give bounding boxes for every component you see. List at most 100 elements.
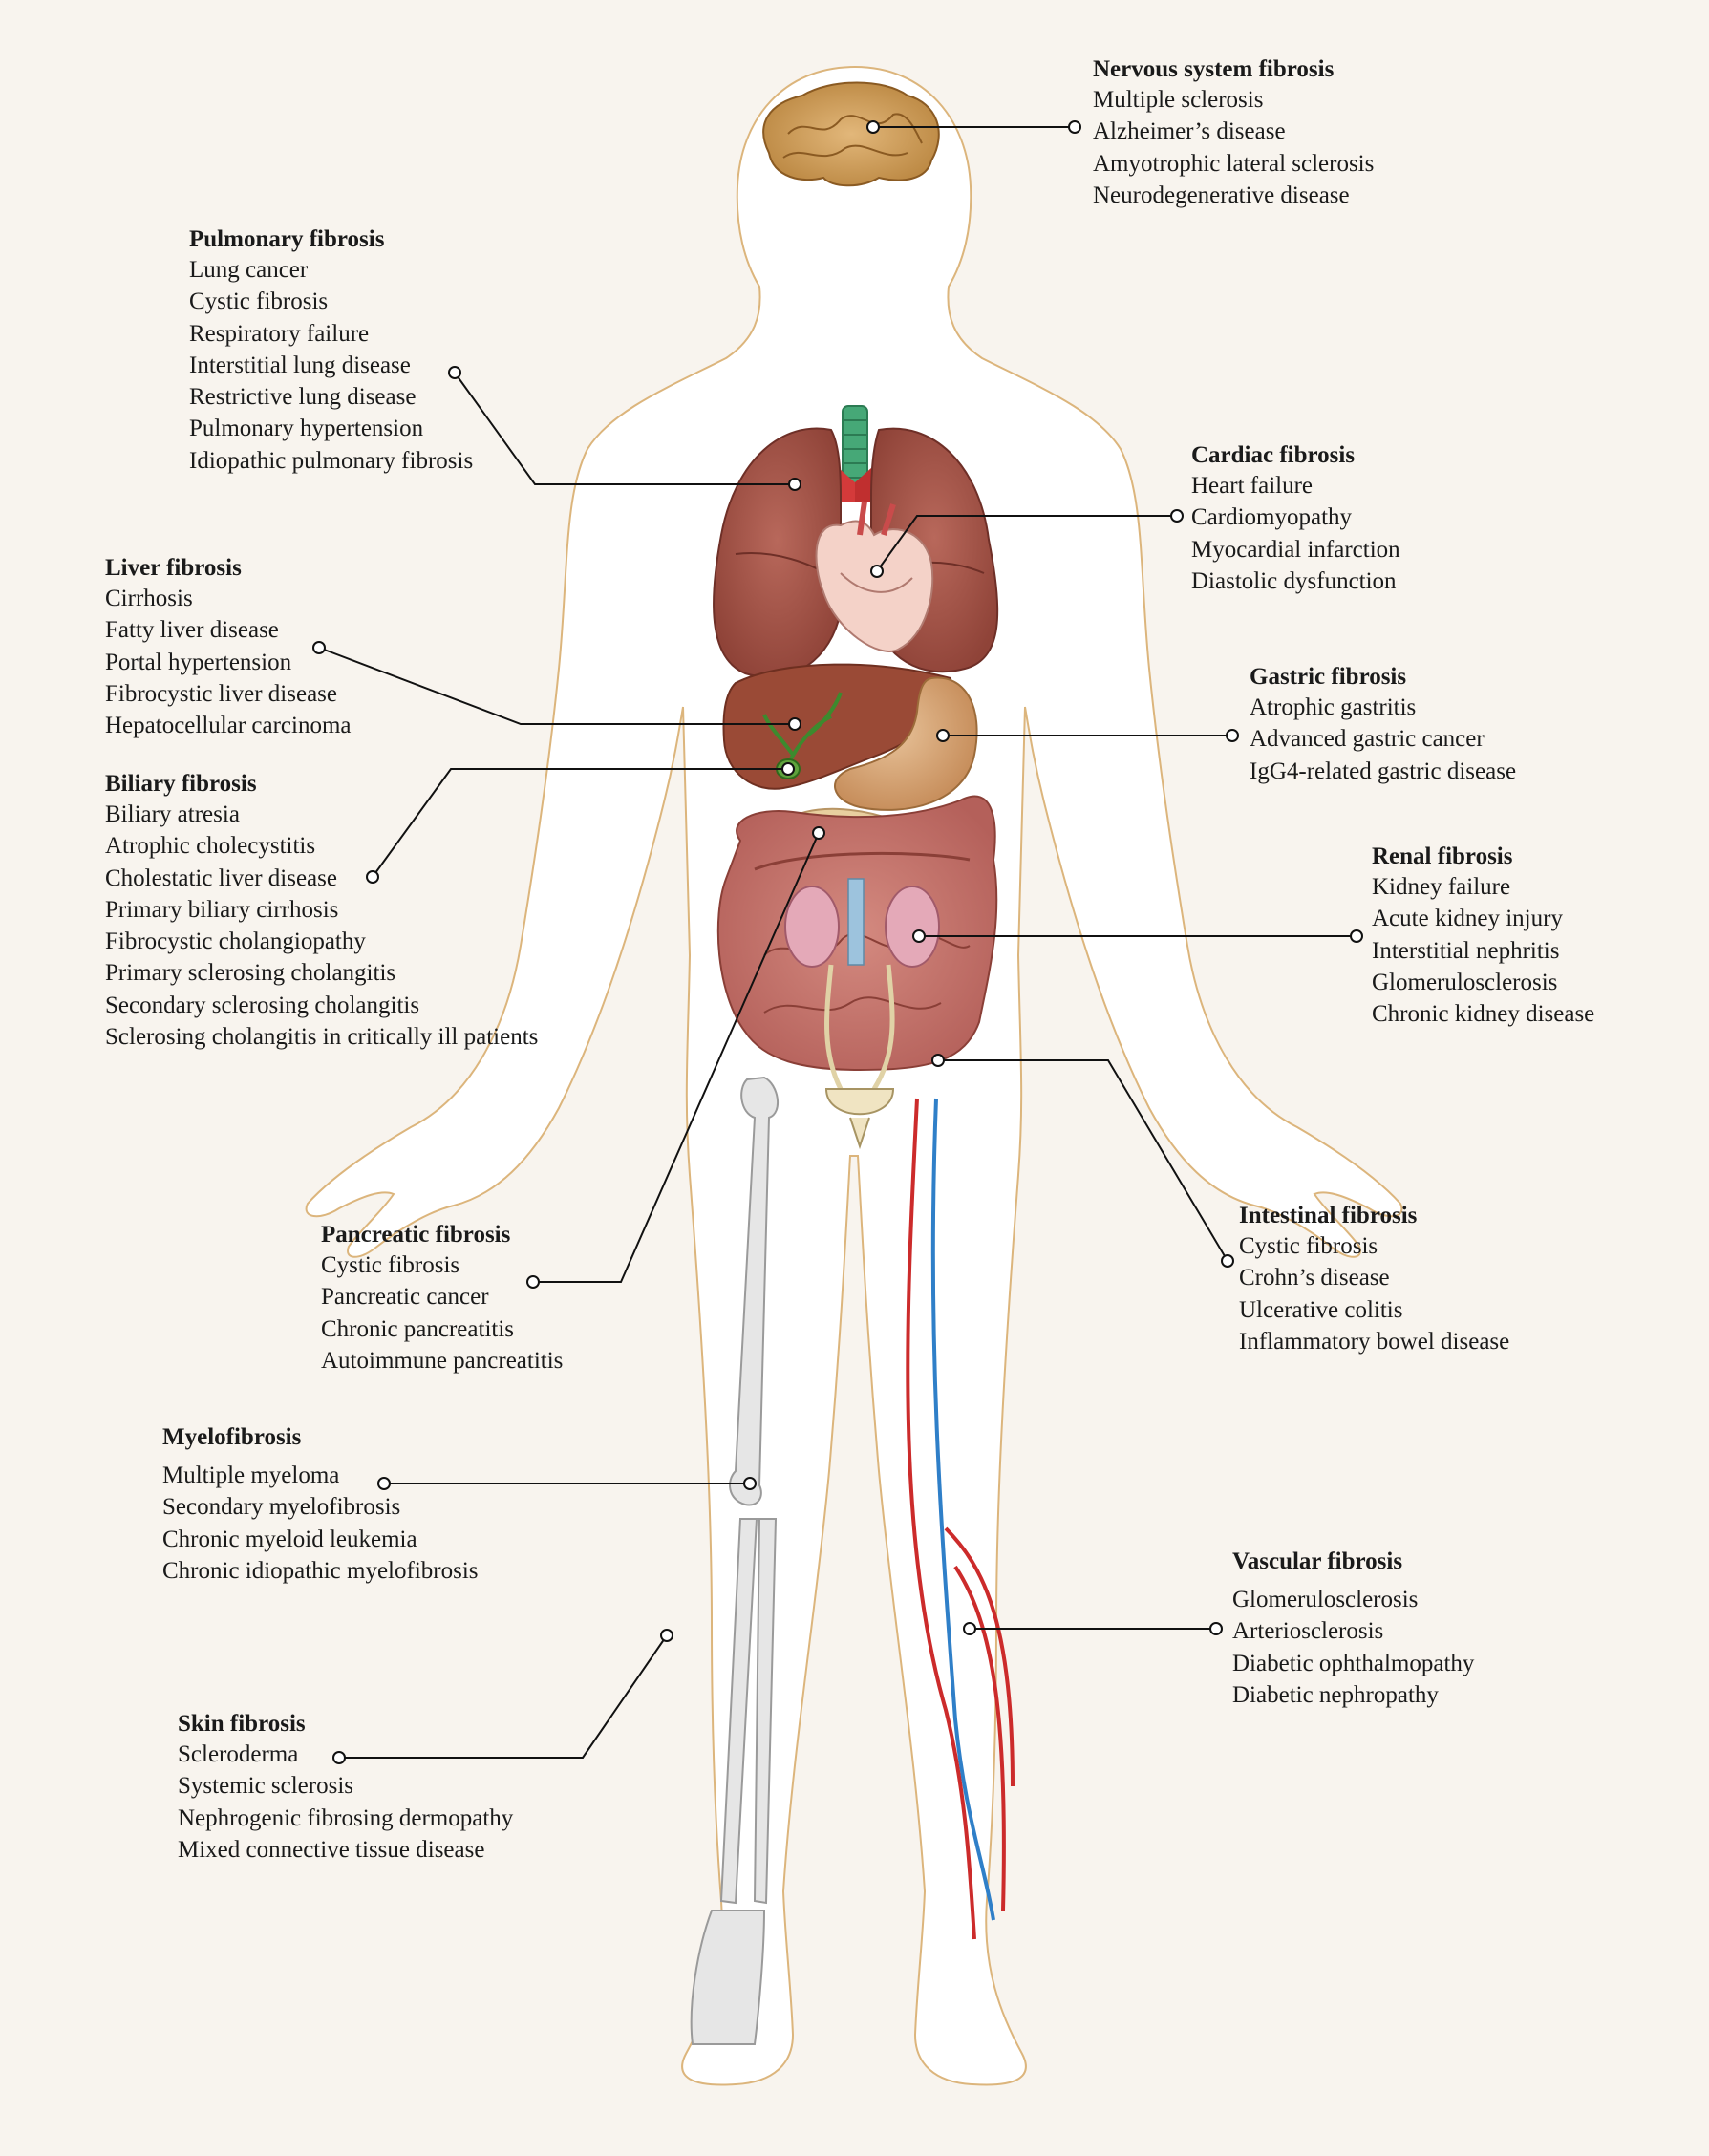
nervous-group-title: Nervous system fibrosis — [1093, 56, 1335, 82]
leader-markers — [312, 120, 1363, 1764]
disease-item: Acute kidney injury — [1372, 906, 1563, 932]
disease-item: Secondary sclerosing cholangitis — [105, 992, 420, 1018]
disease-item: Diabetic nephropathy — [1232, 1681, 1439, 1708]
disease-item: Mixed connective tissue disease — [178, 1836, 485, 1863]
disease-item: Primary biliary cirrhosis — [105, 896, 339, 923]
disease-item: Cystic fibrosis — [321, 1252, 460, 1278]
gastric-group-title: Gastric fibrosis — [1250, 664, 1407, 690]
disease-item: Diabetic ophthalmopathy — [1232, 1650, 1475, 1676]
disease-item: Hepatocellular carcinoma — [105, 713, 352, 739]
disease-item: Idiopathic pulmonary fibrosis — [189, 447, 474, 474]
disease-item: Interstitial nephritis — [1372, 937, 1560, 964]
disease-item: Chronic kidney disease — [1372, 1001, 1595, 1028]
disease-item: Inflammatory bowel disease — [1239, 1328, 1510, 1355]
skeleton-leg-illustration — [690, 1076, 779, 2045]
disease-item: Advanced gastric cancer — [1250, 726, 1485, 753]
disease-item: Nephrogenic fibrosing dermopathy — [178, 1804, 514, 1831]
blood-vessels-illustration — [906, 1098, 1015, 1940]
disease-item: Respiratory failure — [189, 320, 370, 347]
disease-item: Chronic idiopathic myelofibrosis — [162, 1557, 479, 1584]
disease-item: Glomerulosclerosis — [1232, 1587, 1419, 1612]
disease-item: Cystic fibrosis — [1239, 1233, 1378, 1259]
disease-item: Atrophic gastritis — [1250, 694, 1417, 720]
disease-item: Amyotrophic lateral sclerosis — [1093, 150, 1375, 177]
pancreatic-group-title: Pancreatic fibrosis — [321, 1222, 511, 1248]
disease-item: Cholestatic liver disease — [105, 865, 337, 891]
disease-item: Restrictive lung disease — [189, 384, 417, 411]
vascular-group-title: Vascular fibrosis — [1232, 1548, 1403, 1574]
disease-item: Chronic pancreatitis — [321, 1315, 515, 1342]
disease-item: Diastolic dysfunction — [1191, 567, 1397, 594]
disease-item: IgG4-related gastric disease — [1250, 758, 1517, 784]
disease-item: Fibrocystic liver disease — [105, 680, 337, 707]
intestinal-group-title: Intestinal fibrosis — [1239, 1203, 1418, 1228]
disease-item: Portal hypertension — [105, 649, 292, 675]
pulmonary-group-title: Pulmonary fibrosis — [189, 226, 385, 252]
disease-item: Systemic sclerosis — [178, 1773, 354, 1800]
myelo-group-title: Myelofibrosis — [162, 1424, 302, 1450]
disease-item: Primary sclerosing cholangitis — [105, 960, 396, 987]
disease-item: Cystic fibrosis — [189, 288, 329, 315]
disease-item: Crohn’s disease — [1239, 1265, 1390, 1291]
cardiac-group-title: Cardiac fibrosis — [1191, 442, 1356, 468]
disease-item: Biliary atresia — [105, 801, 240, 827]
disease-item: Multiple sclerosis — [1093, 87, 1264, 113]
leader-lines — [318, 126, 1357, 1759]
disease-item: Lung cancer — [189, 257, 309, 283]
disease-item: Myocardial infarction — [1191, 536, 1400, 563]
skin-group-title: Skin fibrosis — [178, 1711, 306, 1737]
liver-group-title: Liver fibrosis — [105, 555, 242, 581]
disease-item: Scleroderma — [178, 1741, 299, 1767]
biliary-group-title: Biliary fibrosis — [105, 771, 257, 797]
disease-item: Pulmonary hypertension — [189, 416, 424, 442]
disease-item: Cirrhosis — [105, 586, 193, 611]
disease-item: Heart failure — [1191, 473, 1314, 499]
disease-item: Cardiomyopathy — [1191, 504, 1353, 531]
disease-item: Ulcerative colitis — [1239, 1296, 1403, 1323]
disease-item: Atrophic cholecystitis — [105, 833, 316, 860]
intestines-illustration — [716, 795, 998, 1150]
disease-item: Alzheimer’s disease — [1093, 118, 1286, 145]
disease-item: Fatty liver disease — [105, 617, 279, 644]
brain-illustration — [762, 81, 940, 187]
disease-item: Kidney failure — [1372, 874, 1511, 900]
disease-item: Arteriosclerosis — [1232, 1618, 1384, 1645]
body-silhouette — [305, 65, 1403, 2086]
renal-group-title: Renal fibrosis — [1372, 843, 1513, 869]
disease-item: Interstitial lung disease — [189, 352, 411, 378]
disease-item: Glomerulosclerosis — [1372, 969, 1558, 995]
disease-item: Fibrocystic cholangiopathy — [105, 929, 366, 955]
disease-item: Pancreatic cancer — [321, 1284, 489, 1311]
disease-item: Sclerosing cholangitis in critically ill… — [105, 1024, 539, 1051]
heart-illustration — [815, 501, 934, 652]
disease-item: Multiple myeloma — [162, 1462, 340, 1488]
disease-item: Neurodegenerative disease — [1093, 181, 1350, 208]
disease-item: Chronic myeloid leukemia — [162, 1526, 417, 1552]
disease-item: Autoimmune pancreatitis — [321, 1347, 564, 1374]
